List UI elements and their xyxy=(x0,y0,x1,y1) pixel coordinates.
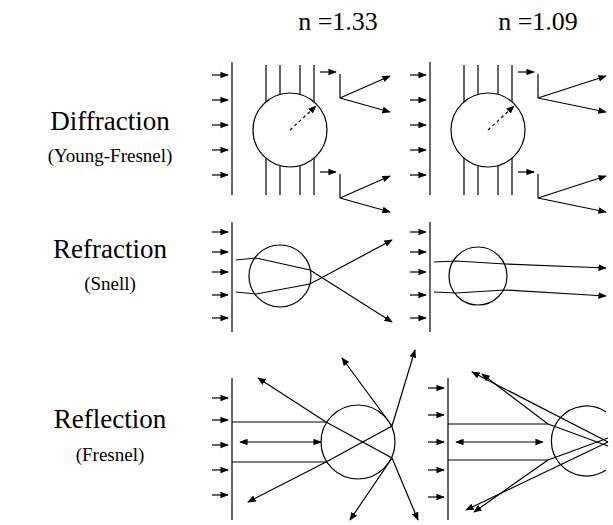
reflection-sketch xyxy=(212,350,418,520)
index-label: n =1.33 xyxy=(298,8,378,37)
phenomenon-title: Reflection xyxy=(54,405,166,435)
phenomenon-title: Refraction xyxy=(53,235,167,265)
index-label: n =1.09 xyxy=(498,8,578,37)
diffraction-sketch xyxy=(410,62,606,212)
theory-name: (Fresnel) xyxy=(76,445,145,466)
refraction-sketch xyxy=(212,222,392,332)
refraction-sketch xyxy=(410,222,606,332)
theory-name: (Snell) xyxy=(84,274,136,295)
theory-name: (Young-Fresnel) xyxy=(48,146,173,167)
phenomenon-title: Diffraction xyxy=(50,107,169,137)
reflection-sketch xyxy=(428,372,608,520)
diffraction-sketch xyxy=(212,62,390,212)
